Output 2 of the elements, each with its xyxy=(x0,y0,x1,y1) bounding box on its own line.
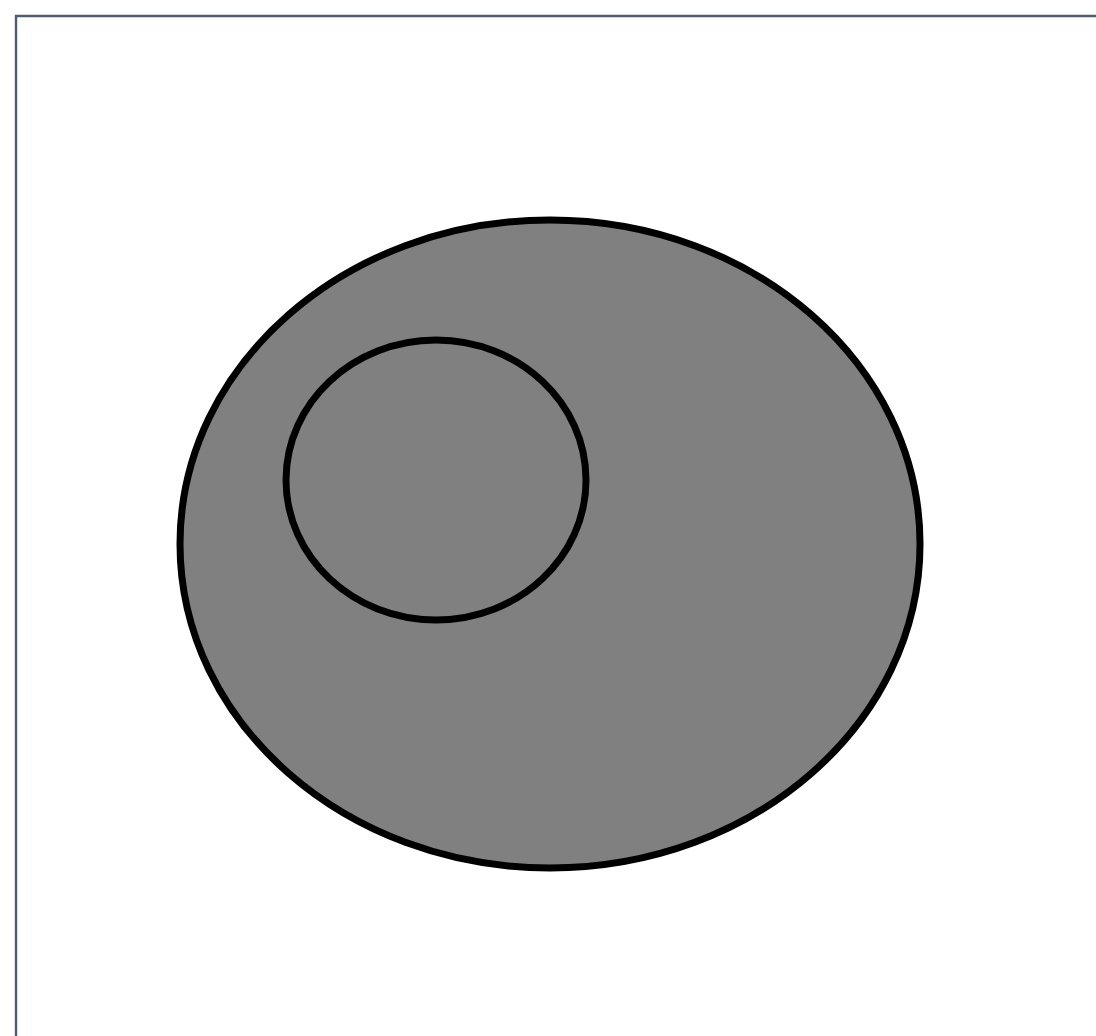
ellipse-shape xyxy=(176,216,924,872)
circle-shape xyxy=(282,336,590,624)
